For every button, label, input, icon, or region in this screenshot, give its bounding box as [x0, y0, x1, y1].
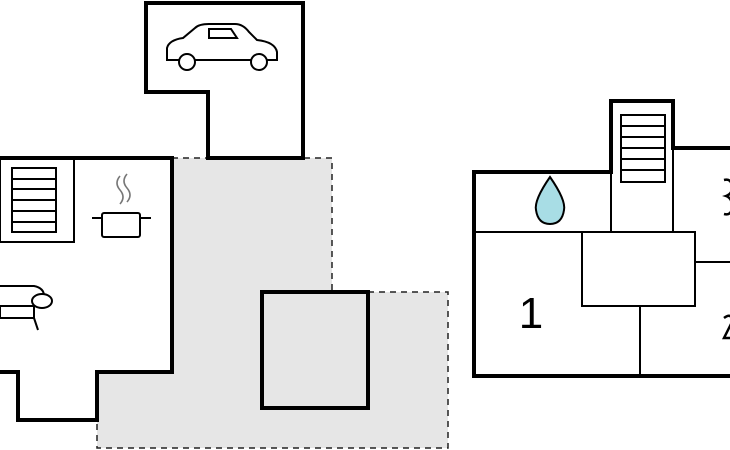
stairwell — [0, 157, 75, 243]
terrace-area — [96, 157, 449, 449]
cooking-pot-icon — [92, 173, 151, 238]
stairs-icon — [620, 114, 666, 183]
left-building — [0, 156, 174, 422]
room-label-1: 1 — [519, 289, 543, 338]
stairs-icon — [11, 167, 57, 233]
right-building: 1 — [472, 99, 730, 378]
garage — [144, 1, 305, 160]
sofa-icon — [0, 285, 53, 331]
room-label-partial-3 — [722, 178, 730, 216]
room-label-partial-2 — [721, 314, 730, 340]
middle-room — [260, 290, 370, 410]
car-icon — [166, 23, 278, 71]
water-drop-icon — [534, 175, 566, 226]
hallway — [581, 231, 696, 307]
